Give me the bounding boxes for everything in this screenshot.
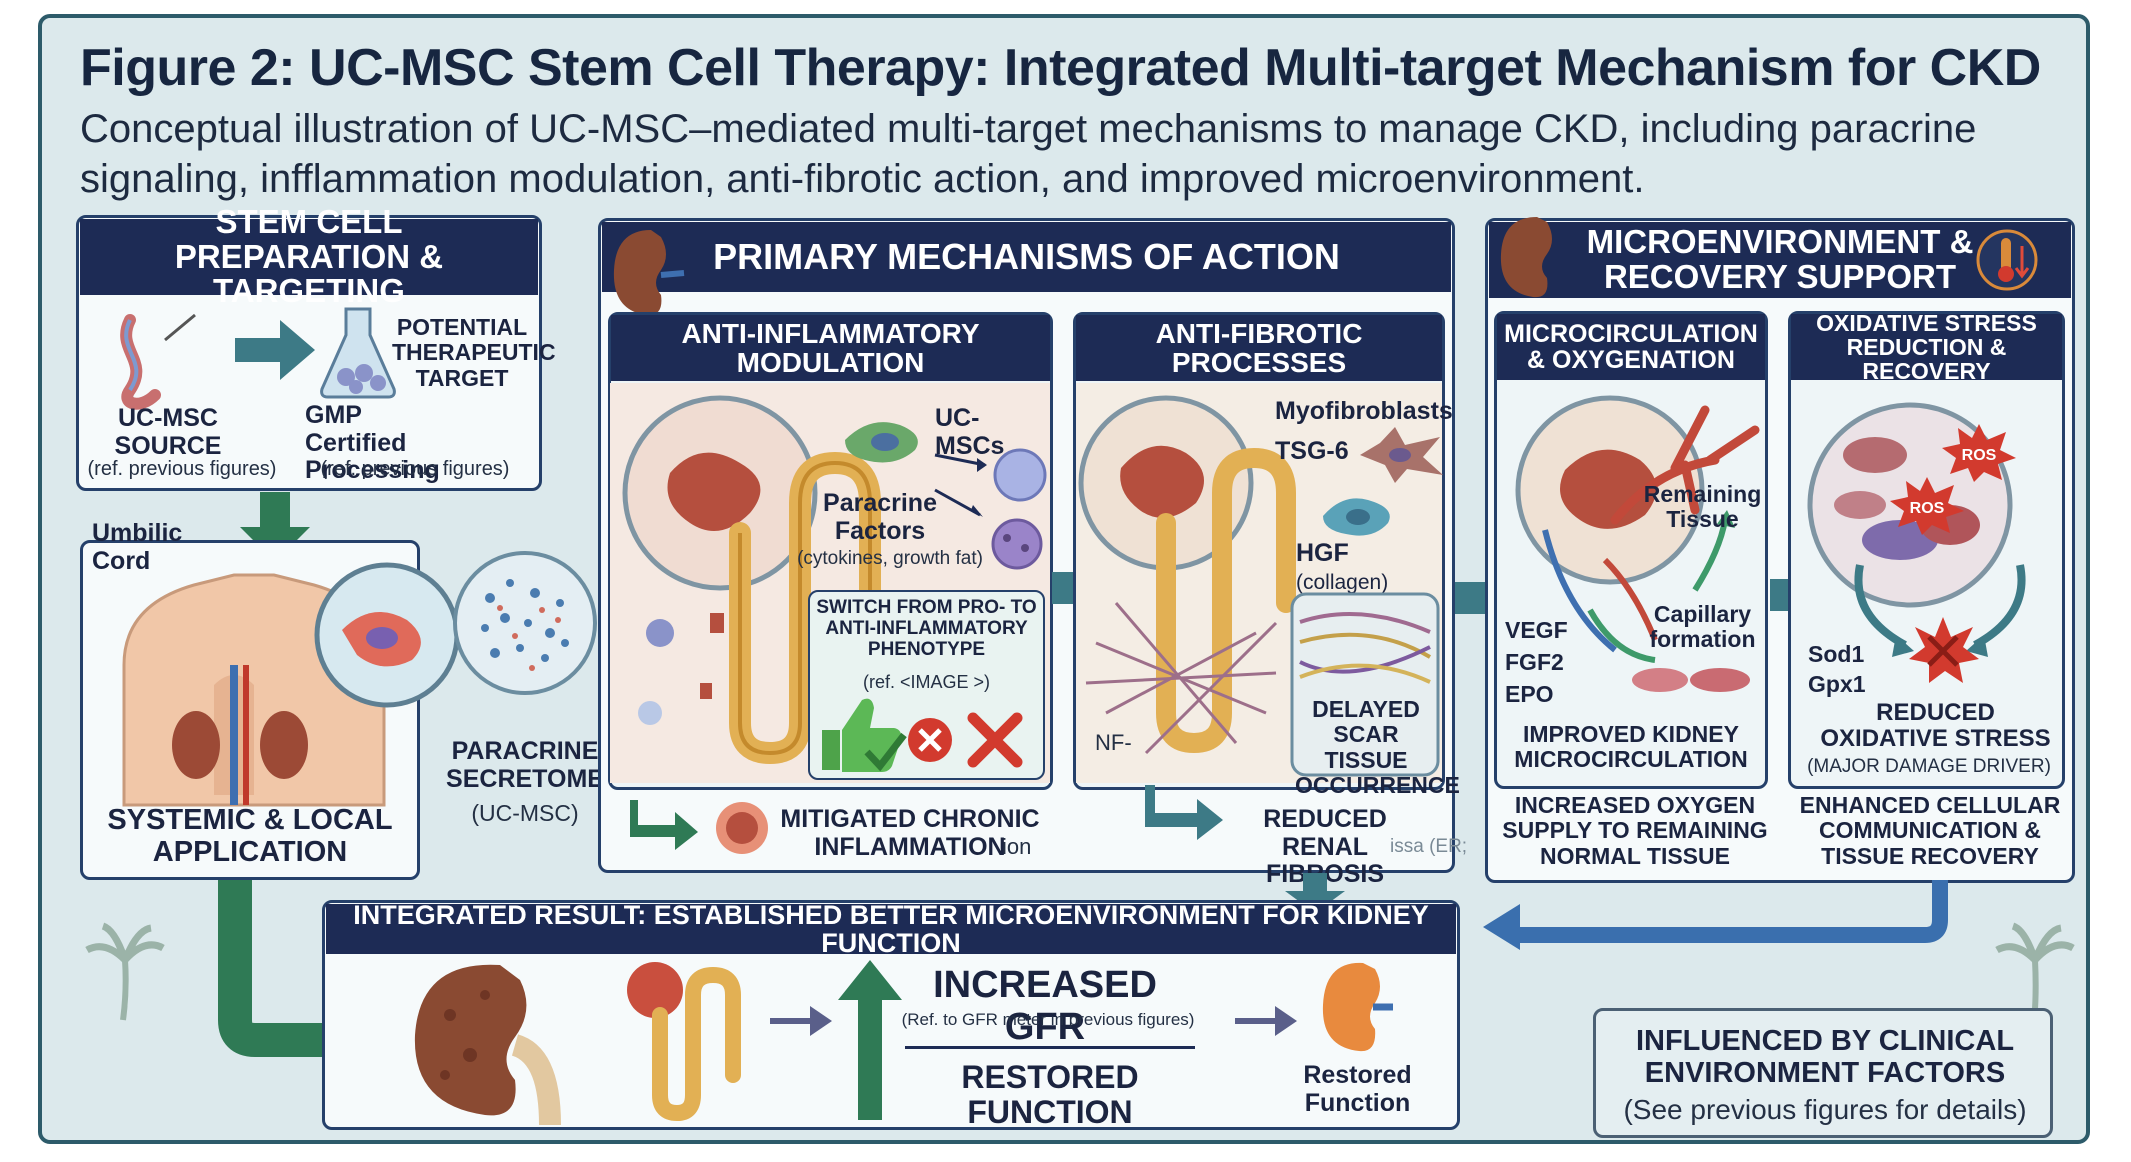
source-label: UC-MSC SOURCE [114, 404, 222, 460]
arrow-signal-icon [934, 453, 987, 517]
ros-text-2: ROS [1910, 500, 1945, 517]
oxidative-header: OXIDATIVE STRESS REDUCTION & RECOVERY [1791, 311, 2062, 383]
gmp-ref: (ref. previous figures) [320, 458, 510, 480]
kidney-icon [613, 230, 685, 316]
palm-tree-icon [85, 922, 165, 1021]
tsg-label: TSG-6 [1275, 437, 1349, 465]
ucmsc-label: UC-MSCs [935, 404, 1005, 460]
oxidative-result: ENHANCED CELLULAR COMMUNICATION & TISSUE… [1799, 792, 2061, 869]
improved-label: IMPROVED KIDNEY MICROCIRCULATION [1514, 721, 1748, 773]
secretome-sphere [453, 551, 597, 695]
figure-subtitle: Conceptual illustration of UC-MSC–mediat… [80, 107, 1977, 201]
ros-burst-icon: ROS [1942, 424, 2016, 482]
nf-label: NF- [1095, 730, 1132, 755]
delayed-label: DELAYED SCAR TISSUE OCCURRENCE [1295, 696, 1460, 798]
hgf-text: HGF [1296, 539, 1349, 567]
prep-header: STEM CELL PREPARATION & TARGETING [80, 204, 538, 308]
x-mark-icon [967, 712, 1023, 768]
burst-x-icon [1909, 617, 1979, 683]
factor-fgf2: FGF2 [1505, 649, 1564, 675]
target-label: POTENTIAL THERAPEUTIC TARGET [392, 314, 556, 391]
gmp-label: GMP Certified Processing [305, 401, 440, 484]
remaining-label: Remaining Tissue [1643, 481, 1762, 533]
microcirculation-header: MICROCIRCULATION & OXYGENATION [1497, 314, 1765, 380]
capillary-label: Capillary formation [1649, 601, 1756, 653]
gfr-up-arrow-icon [838, 960, 902, 1120]
anti-fibrotic-result-suffix: issa (ER; [1390, 836, 1468, 857]
secretome-label: PARACRINE SECRETOME [446, 737, 604, 793]
nephron-icon [627, 962, 741, 1122]
integrated-header: INTEGRATED RESULT: ESTABLISHED BETTER MI… [326, 900, 1456, 957]
microcirculation-result: INCREASED OXYGEN SUPPLY TO REMAINING NOR… [1502, 792, 1768, 869]
enzyme-gpx1: Gpx1 [1808, 671, 1866, 697]
thermometer-icon [1976, 229, 2038, 291]
anti-inflammatory-result: MITIGATED CHRONIC INFLAMMATION [780, 805, 1040, 861]
return-arrow-icon [1483, 880, 1948, 950]
hgf-sub: (collagen) [1296, 570, 1389, 594]
damaged-kidney-illustration [414, 964, 561, 1126]
divider [905, 1046, 1195, 1049]
clinical-panel [1593, 1008, 2053, 1138]
application-label: SYSTEMIC & LOCAL APPLICATION [107, 804, 393, 868]
healthy-kidney-icon [1322, 962, 1393, 1052]
anti-inflammatory-header: ANTI-INFLAMMATORY MODULATION [611, 315, 1050, 381]
ucmsc-cell-icon [845, 422, 918, 463]
switch-ref: (ref. <IMAGE >) [862, 672, 991, 692]
umbilical-cord-icon [120, 313, 196, 410]
inflamed-tissue-icon [716, 802, 768, 854]
restored-small-label: Restored Function [1303, 1061, 1412, 1117]
arrow-down-icon [1285, 873, 1345, 913]
arrow-right-icon [235, 320, 315, 380]
umbilical-label: Umbilic Cord [92, 519, 183, 575]
restored-label: RESTORED FUNCTION [961, 1059, 1139, 1131]
kidney-icon [1500, 217, 1552, 298]
paracrine-sub: (cytokines, growth fat) [797, 548, 983, 569]
arrow-result-icon [1145, 785, 1223, 840]
reduced-label: REDUCED OXIDATIVE STRESS [1820, 699, 2051, 753]
switch-title: SWITCH FROM PRO- TO ANTI-INFLAMMATORY PH… [816, 597, 1037, 660]
factor-vegf: VEGF [1505, 617, 1568, 643]
microenvironment-header: MICROENVIRONMENT & RECOVERY SUPPORT [1489, 222, 2071, 298]
hgf-label: HGF (collagen) [1296, 539, 1446, 595]
reduction-arrows-icon [1854, 564, 2026, 657]
arrow-right-icon [770, 1006, 832, 1036]
thumbs-up-icon [822, 698, 907, 772]
stem-cell-magnifier [314, 562, 460, 708]
reduced-sub: (MAJOR DAMAGE DRIVER) [1807, 756, 2051, 777]
enzyme-sod1: Sod1 [1808, 641, 1865, 667]
myofibroblast-cell-icon [1360, 427, 1443, 483]
ros-text-1: ROS [1962, 447, 1997, 464]
fibroblast-cell-icon [1323, 498, 1390, 536]
gfr-label: INCREASED GFR [933, 964, 1157, 1048]
flask-icon [320, 307, 396, 399]
clinical-sub: (See previous figures for details) [1623, 1094, 2027, 1125]
source-ref: (ref. previous figures) [87, 458, 277, 480]
vessel-illustration [1515, 395, 1760, 692]
collagen-magnifier [1290, 592, 1440, 777]
macrophage-icon [991, 518, 1043, 570]
immune-cell-icon [993, 448, 1047, 502]
gfr-ref: (Ref. to GFR meter in previous figures) [901, 1010, 1195, 1029]
myofibroblasts-label: Myofibroblasts [1275, 397, 1453, 425]
ros-burst-icon: ROS [1890, 477, 1964, 535]
arrow-right-icon [1235, 1006, 1297, 1036]
secretome-sub: (UC-MSC) [471, 800, 579, 826]
anti-fibrotic-result: REDUCED RENAL FIBROSIS [1263, 805, 1387, 887]
x-circle-icon [908, 718, 952, 762]
mechanisms-header: PRIMARY MECHANISMS OF ACTION [602, 222, 1451, 292]
factor-epo: EPO [1505, 681, 1554, 707]
arrow-result-icon [630, 800, 698, 850]
figure-title: Figure 2: UC-MSC Stem Cell Therapy: Inte… [80, 39, 2041, 97]
anti-inflammatory-result-suffix: ion [1002, 834, 1032, 859]
paracrine-label: Paracrine Factors [823, 489, 937, 545]
clinical-title: INFLUENCED BY CLINICAL ENVIRONMENT FACTO… [1635, 1025, 2015, 1089]
anti-fibrotic-header: ANTI-FIBROTIC PROCESSES [1076, 315, 1442, 381]
